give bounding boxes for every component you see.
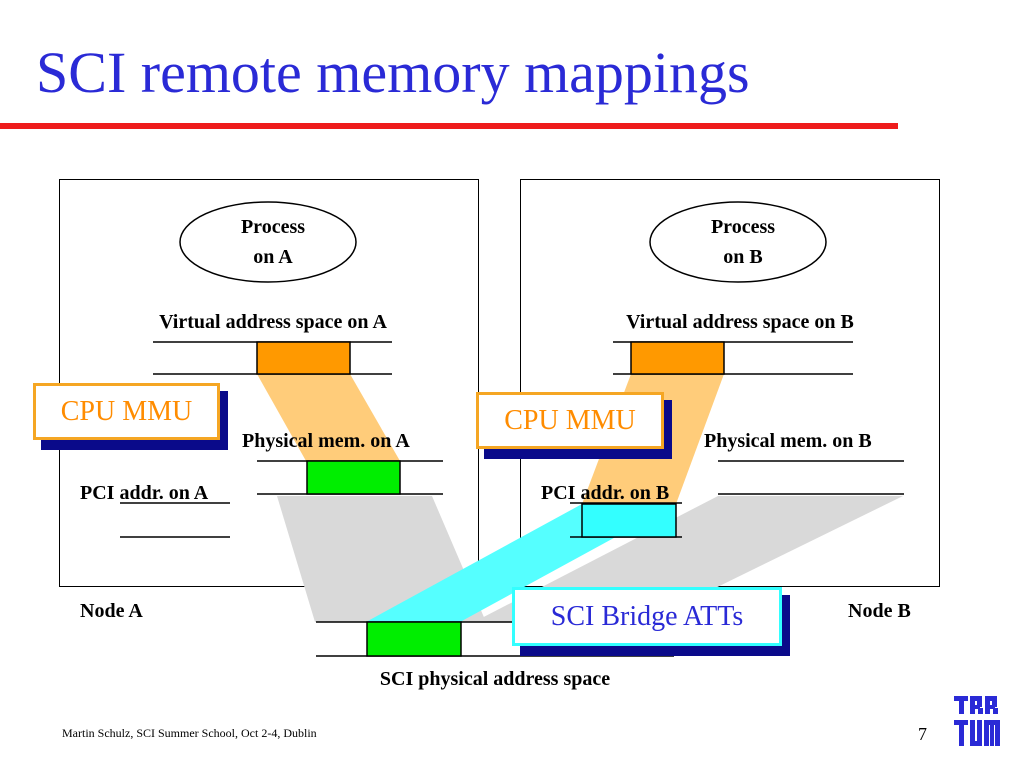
cpu-mmu-a-callout: CPU MMU (33, 383, 220, 440)
node-a-label: Node A (80, 600, 143, 622)
virtual-label-b: Virtual address space on B (626, 311, 854, 333)
node-b-label: Node B (848, 600, 911, 622)
tum-logo (954, 696, 1000, 746)
virtual-block-a (256, 341, 351, 375)
sci-block (366, 621, 462, 657)
slide-title: SCI remote memory mappings (36, 40, 750, 105)
cpu-mmu-b-callout: CPU MMU (476, 392, 664, 449)
virtual-label-a: Virtual address space on A (159, 311, 387, 333)
pci-label-b: PCI addr. on B (541, 482, 670, 504)
title-underline (0, 123, 898, 129)
physical-label-a: Physical mem. on A (242, 430, 410, 452)
mmu-mapping-a (257, 374, 400, 461)
virtual-block-b (630, 341, 725, 375)
pci-block-b (581, 503, 677, 538)
page-number: 7 (918, 724, 927, 744)
sci-address-space-label: SCI physical address space (379, 668, 611, 690)
process-a-ellipse (179, 201, 357, 283)
process-b-ellipse (649, 201, 827, 283)
footer-credit: Martin Schulz, SCI Summer School, Oct 2-… (62, 726, 317, 740)
physical-block-a (306, 460, 401, 495)
sci-bridge-callout: SCI Bridge ATTs (512, 587, 782, 646)
physical-label-b: Physical mem. on B (704, 430, 872, 452)
pci-label-a: PCI addr. on A (80, 482, 209, 504)
